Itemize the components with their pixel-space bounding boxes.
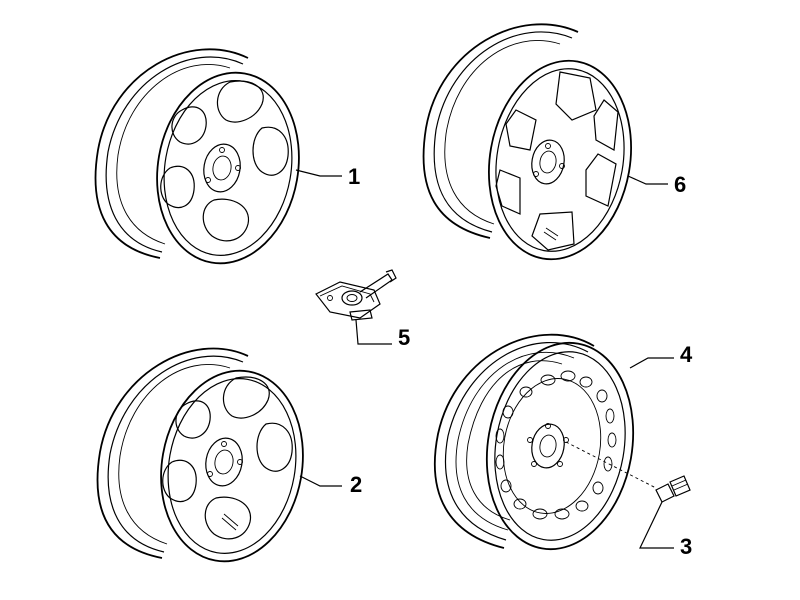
- wheel-2-alloy-icon: [96, 347, 304, 563]
- tpms-sensor-icon: [315, 269, 397, 321]
- callout-5: 5: [355, 319, 410, 350]
- callout-label-4: 4: [680, 342, 693, 367]
- callout-label-6: 6: [674, 172, 686, 197]
- callout-label-5: 5: [398, 325, 410, 350]
- wheel-4-steel-icon: [433, 333, 635, 551]
- callout-3: 3: [639, 501, 692, 559]
- callout-2: 2: [299, 472, 362, 497]
- callout-label-3: 3: [680, 534, 692, 559]
- callout-4: 4: [629, 342, 693, 369]
- wheel-bolt-icon: [565, 441, 691, 503]
- wheel-6-alloy-icon: [422, 23, 632, 261]
- callout-6: 6: [627, 172, 686, 197]
- wheel-1-alloy-icon: [94, 48, 300, 265]
- callout-1: 1: [295, 164, 360, 189]
- callout-label-2: 2: [350, 472, 362, 497]
- callout-label-1: 1: [348, 164, 360, 189]
